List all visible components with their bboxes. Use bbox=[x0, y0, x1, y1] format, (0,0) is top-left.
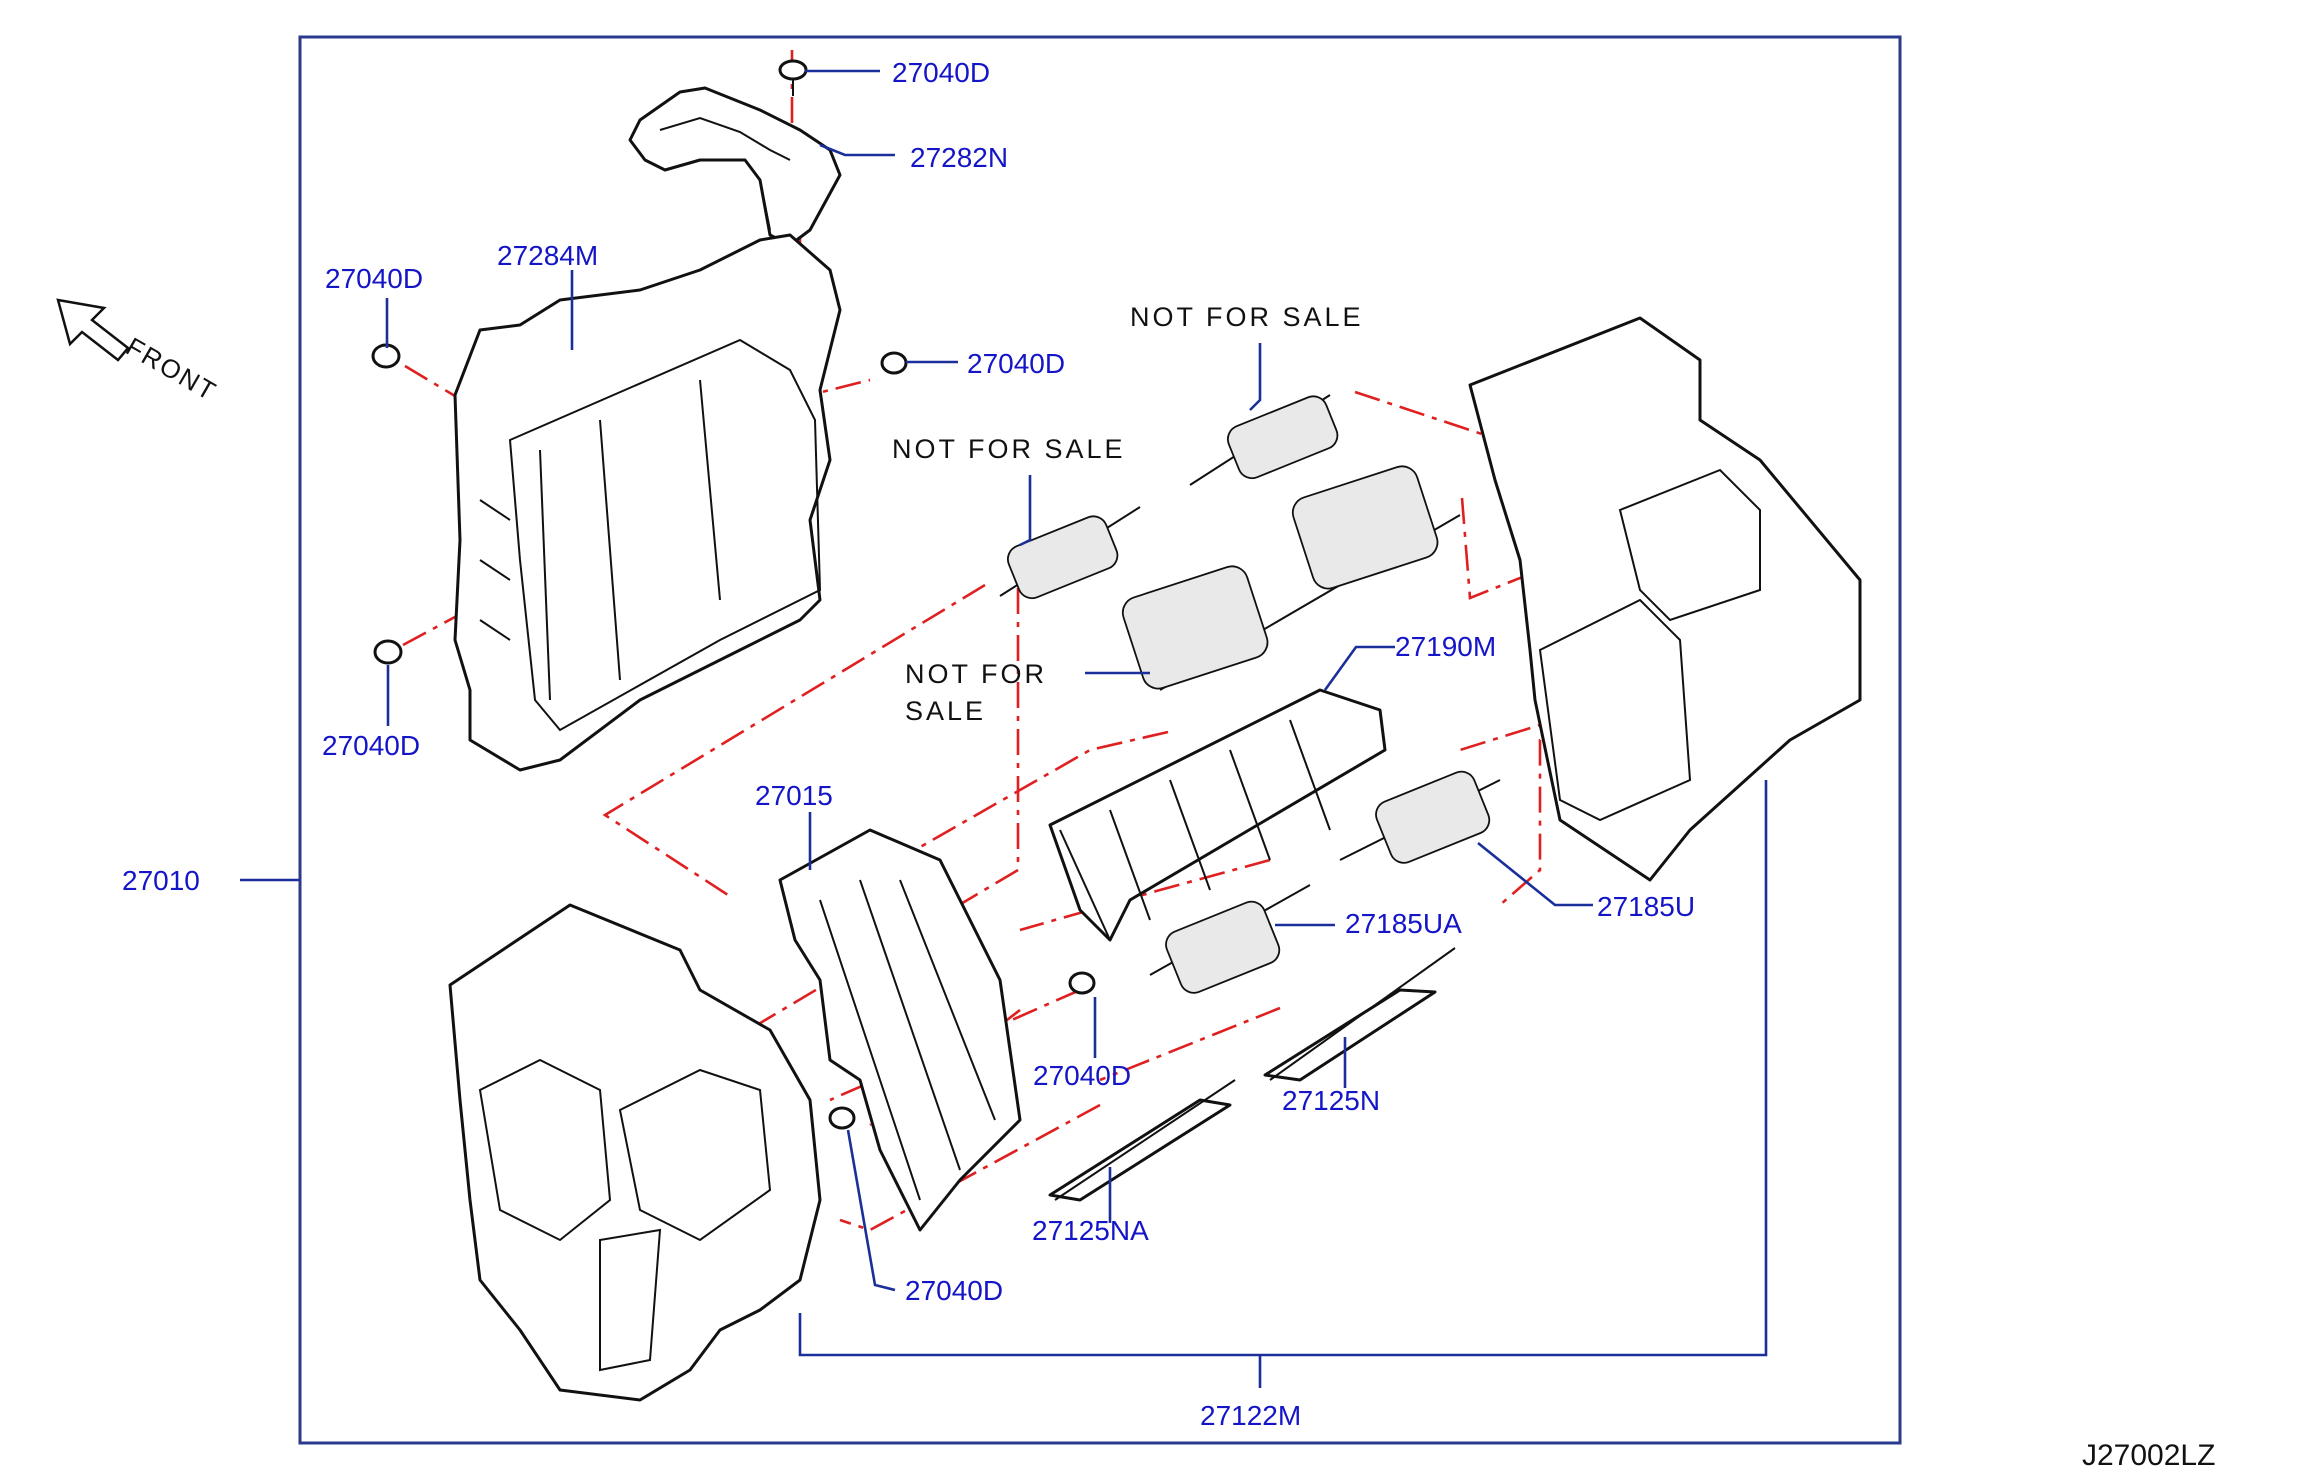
door-27185u bbox=[1339, 770, 1501, 864]
label-case-upper: 27284M bbox=[497, 240, 598, 271]
label-screw-mid-left: 27040D bbox=[322, 730, 420, 761]
label-filter-n: 27125N bbox=[1282, 1085, 1380, 1116]
label-case-lower: 27122M bbox=[1200, 1400, 1301, 1431]
leader-lines bbox=[240, 69, 1768, 1388]
screw-mid-left bbox=[373, 639, 403, 665]
label-duct-cover: 27282N bbox=[910, 142, 1008, 173]
screw-top bbox=[778, 59, 808, 96]
link-part bbox=[778, 828, 1022, 1232]
duct-cover-part bbox=[628, 86, 842, 247]
front-arrow-icon bbox=[56, 298, 130, 362]
evaporator-part bbox=[1048, 688, 1387, 942]
label-screw-center: 27040D bbox=[1033, 1060, 1131, 1091]
assembly-frame bbox=[298, 35, 1902, 1445]
filter-27125na bbox=[1048, 1079, 1236, 1202]
grille-nfs-1 bbox=[999, 506, 1141, 600]
door-27185ua bbox=[1149, 884, 1311, 994]
grille-nfs-2 bbox=[1189, 394, 1339, 486]
lower-case-left-part bbox=[448, 903, 822, 1402]
lower-case-right-part bbox=[1468, 316, 1862, 882]
front-label: FRONT bbox=[121, 331, 222, 407]
label-not-for-sale-3-line1: NOT FOR bbox=[905, 659, 1047, 689]
screw-bottom bbox=[828, 1106, 856, 1130]
label-screw-bottom: 27040D bbox=[905, 1275, 1003, 1306]
label-door-ua: 27185UA bbox=[1345, 908, 1462, 939]
label-evaporator: 27190M bbox=[1395, 631, 1496, 662]
screw-center bbox=[1068, 971, 1096, 995]
label-assembly: 27010 bbox=[122, 865, 200, 896]
label-screw-upper-left: 27040D bbox=[325, 263, 423, 294]
screw-upper-left bbox=[371, 343, 401, 369]
label-door-u: 27185U bbox=[1597, 891, 1695, 922]
label-not-for-sale-2: NOT FOR SALE bbox=[892, 434, 1126, 464]
screw-upper-right bbox=[880, 351, 908, 375]
label-screw-top: 27040D bbox=[892, 57, 990, 88]
label-filter-na: 27125NA bbox=[1032, 1215, 1149, 1246]
filter-27125n bbox=[1263, 947, 1456, 1082]
label-not-for-sale-3-line2: SALE bbox=[905, 696, 986, 726]
label-link: 27015 bbox=[755, 780, 833, 811]
upper-case-part bbox=[453, 233, 842, 772]
grille-nfs-3 bbox=[1121, 465, 1461, 691]
label-screw-upper-right: 27040D bbox=[967, 348, 1065, 379]
label-not-for-sale-1: NOT FOR SALE bbox=[1130, 302, 1364, 332]
diagram-code: J27002LZ bbox=[2082, 1439, 2215, 1472]
